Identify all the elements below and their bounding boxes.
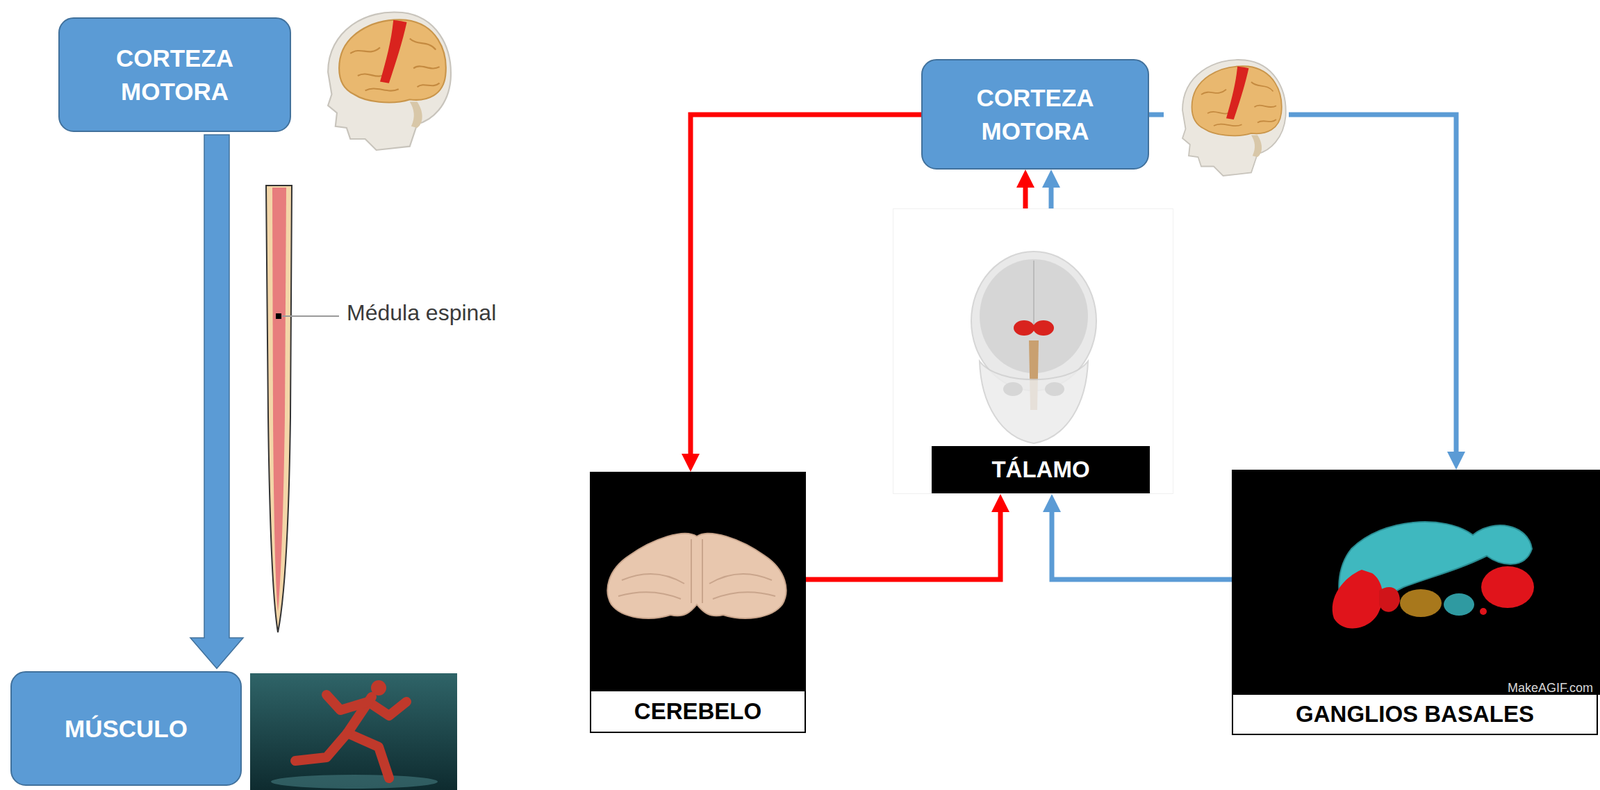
connector-line — [1049, 187, 1054, 209]
node-text: GANGLIOS BASALES — [1295, 700, 1534, 729]
node-text: CORTEZA MOTORA — [95, 41, 255, 108]
node-text: CEREBELO — [634, 697, 762, 726]
node-text: CORTEZA MOTORA — [955, 81, 1116, 148]
thalamus-picture — [971, 251, 1097, 444]
node-text: TÁLAMO — [991, 455, 1090, 484]
basal-ganglia-panel: GANGLIOS BASALES — [1231, 469, 1598, 736]
label-box: TÁLAMO — [931, 446, 1150, 494]
spinal-cord — [266, 185, 292, 633]
motor-cortex-box: CORTEZA MOTORA — [58, 17, 292, 133]
connector — [681, 114, 922, 472]
motor-cortex-box: CORTEZA MOTORA — [921, 59, 1150, 170]
thalamus-panel: TÁLAMO — [892, 208, 1174, 494]
cerebellum-panel: CEREBELO — [589, 471, 806, 733]
block-arrow — [190, 134, 244, 669]
basal-ganglia-picture — [1231, 469, 1600, 695]
connector — [805, 493, 1010, 580]
leader-line — [282, 315, 340, 317]
part-label: Médula espinal — [346, 300, 497, 326]
connector — [190, 134, 244, 669]
brain-picture — [1163, 50, 1289, 180]
brain-picture — [305, 1, 455, 154]
connector — [1016, 169, 1035, 209]
connector — [1042, 169, 1061, 209]
connector — [1042, 493, 1232, 580]
label-box: GANGLIOS BASALES — [1231, 693, 1598, 736]
arrow-head — [1016, 169, 1035, 188]
muscle-box: MÚSCULO — [10, 671, 242, 786]
node-text: MÚSCULO — [64, 712, 188, 745]
connector-line — [805, 512, 1001, 580]
arrow-head — [681, 453, 700, 472]
connector-line — [1023, 187, 1029, 209]
connector-line — [1051, 512, 1232, 580]
muscle-picture — [250, 673, 458, 790]
watermark: MakeAGIF.com — [1507, 680, 1594, 696]
arrow-head — [991, 493, 1010, 513]
arrow-head — [1447, 451, 1466, 470]
arrow-head — [1042, 493, 1061, 513]
connector-line — [690, 114, 922, 454]
cerebellum-picture — [589, 471, 806, 692]
label-box: CEREBELO — [589, 689, 806, 733]
arrow-head — [1042, 169, 1061, 188]
